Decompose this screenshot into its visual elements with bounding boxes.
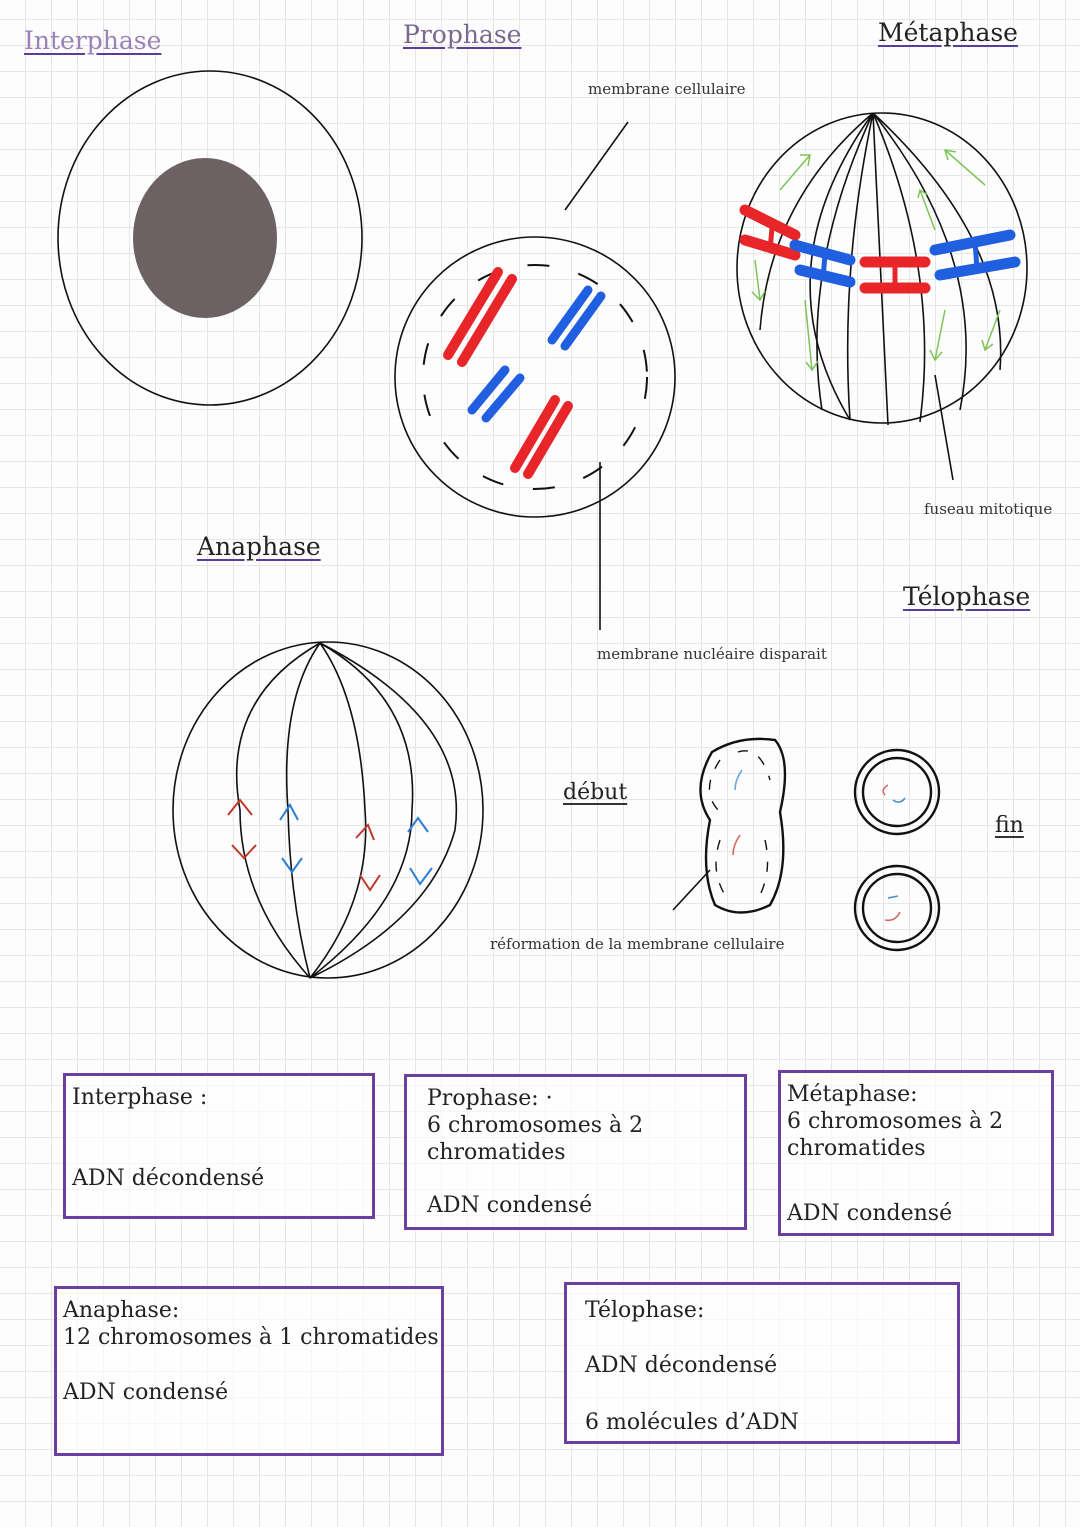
box-interphase: Interphase : ADN décondensé (63, 1073, 375, 1219)
box-title: Métaphase: (787, 1082, 918, 1107)
box-title: Prophase: · (427, 1086, 553, 1111)
telophase-cells (672, 737, 941, 952)
box-text: 6 chromosomes à 2 (787, 1109, 1004, 1134)
box-text: ADN condensé (427, 1193, 593, 1218)
box-text: ADN décondensé (585, 1353, 778, 1378)
box-title: Anaphase: (63, 1298, 180, 1323)
title-anaphase: Anaphase (197, 532, 321, 561)
label-membrane-nucleaire: membrane nucléaire disparait (597, 645, 827, 663)
box-text: 6 molécules d’ADN (585, 1410, 799, 1435)
box-metaphase: Métaphase: 6 chromosomes à 2 chromatides… (778, 1070, 1054, 1236)
interphase-cell (57, 70, 363, 406)
box-prophase: Prophase: · 6 chromosomes à 2 chromatide… (404, 1074, 747, 1230)
label-fin: fin (995, 813, 1024, 838)
title-telophase: Télophase (903, 582, 1031, 611)
prophase-cell (394, 121, 676, 630)
label-fuseau: fuseau mitotique (924, 500, 1053, 518)
box-text: 6 chromosomes à 2 (427, 1113, 644, 1138)
box-telophase: Télophase: ADN décondensé 6 molécules d’… (564, 1282, 960, 1444)
box-text: ADN décondensé (72, 1166, 265, 1191)
label-debut: début (563, 780, 628, 805)
label-reformation: réformation de la membrane cellulaire (490, 935, 785, 953)
box-title: Télophase: (585, 1298, 705, 1323)
title-interphase: Interphase (24, 26, 162, 55)
box-title: Interphase : (72, 1085, 208, 1110)
box-text: chromatides (427, 1140, 566, 1165)
title-prophase: Prophase (403, 20, 522, 49)
label-membrane-cellulaire: membrane cellulaire (588, 80, 746, 98)
metaphase-cell (736, 112, 1028, 481)
box-text: 12 chromosomes à 1 chromatides (63, 1325, 439, 1350)
box-text: ADN condensé (63, 1380, 229, 1405)
anaphase-cell (172, 641, 484, 979)
nucleus (133, 158, 277, 318)
box-anaphase: Anaphase: 12 chromosomes à 1 chromatides… (54, 1286, 444, 1456)
box-text: chromatides (787, 1136, 926, 1161)
title-metaphase: Métaphase (878, 18, 1018, 47)
box-text: ADN condensé (787, 1201, 953, 1226)
